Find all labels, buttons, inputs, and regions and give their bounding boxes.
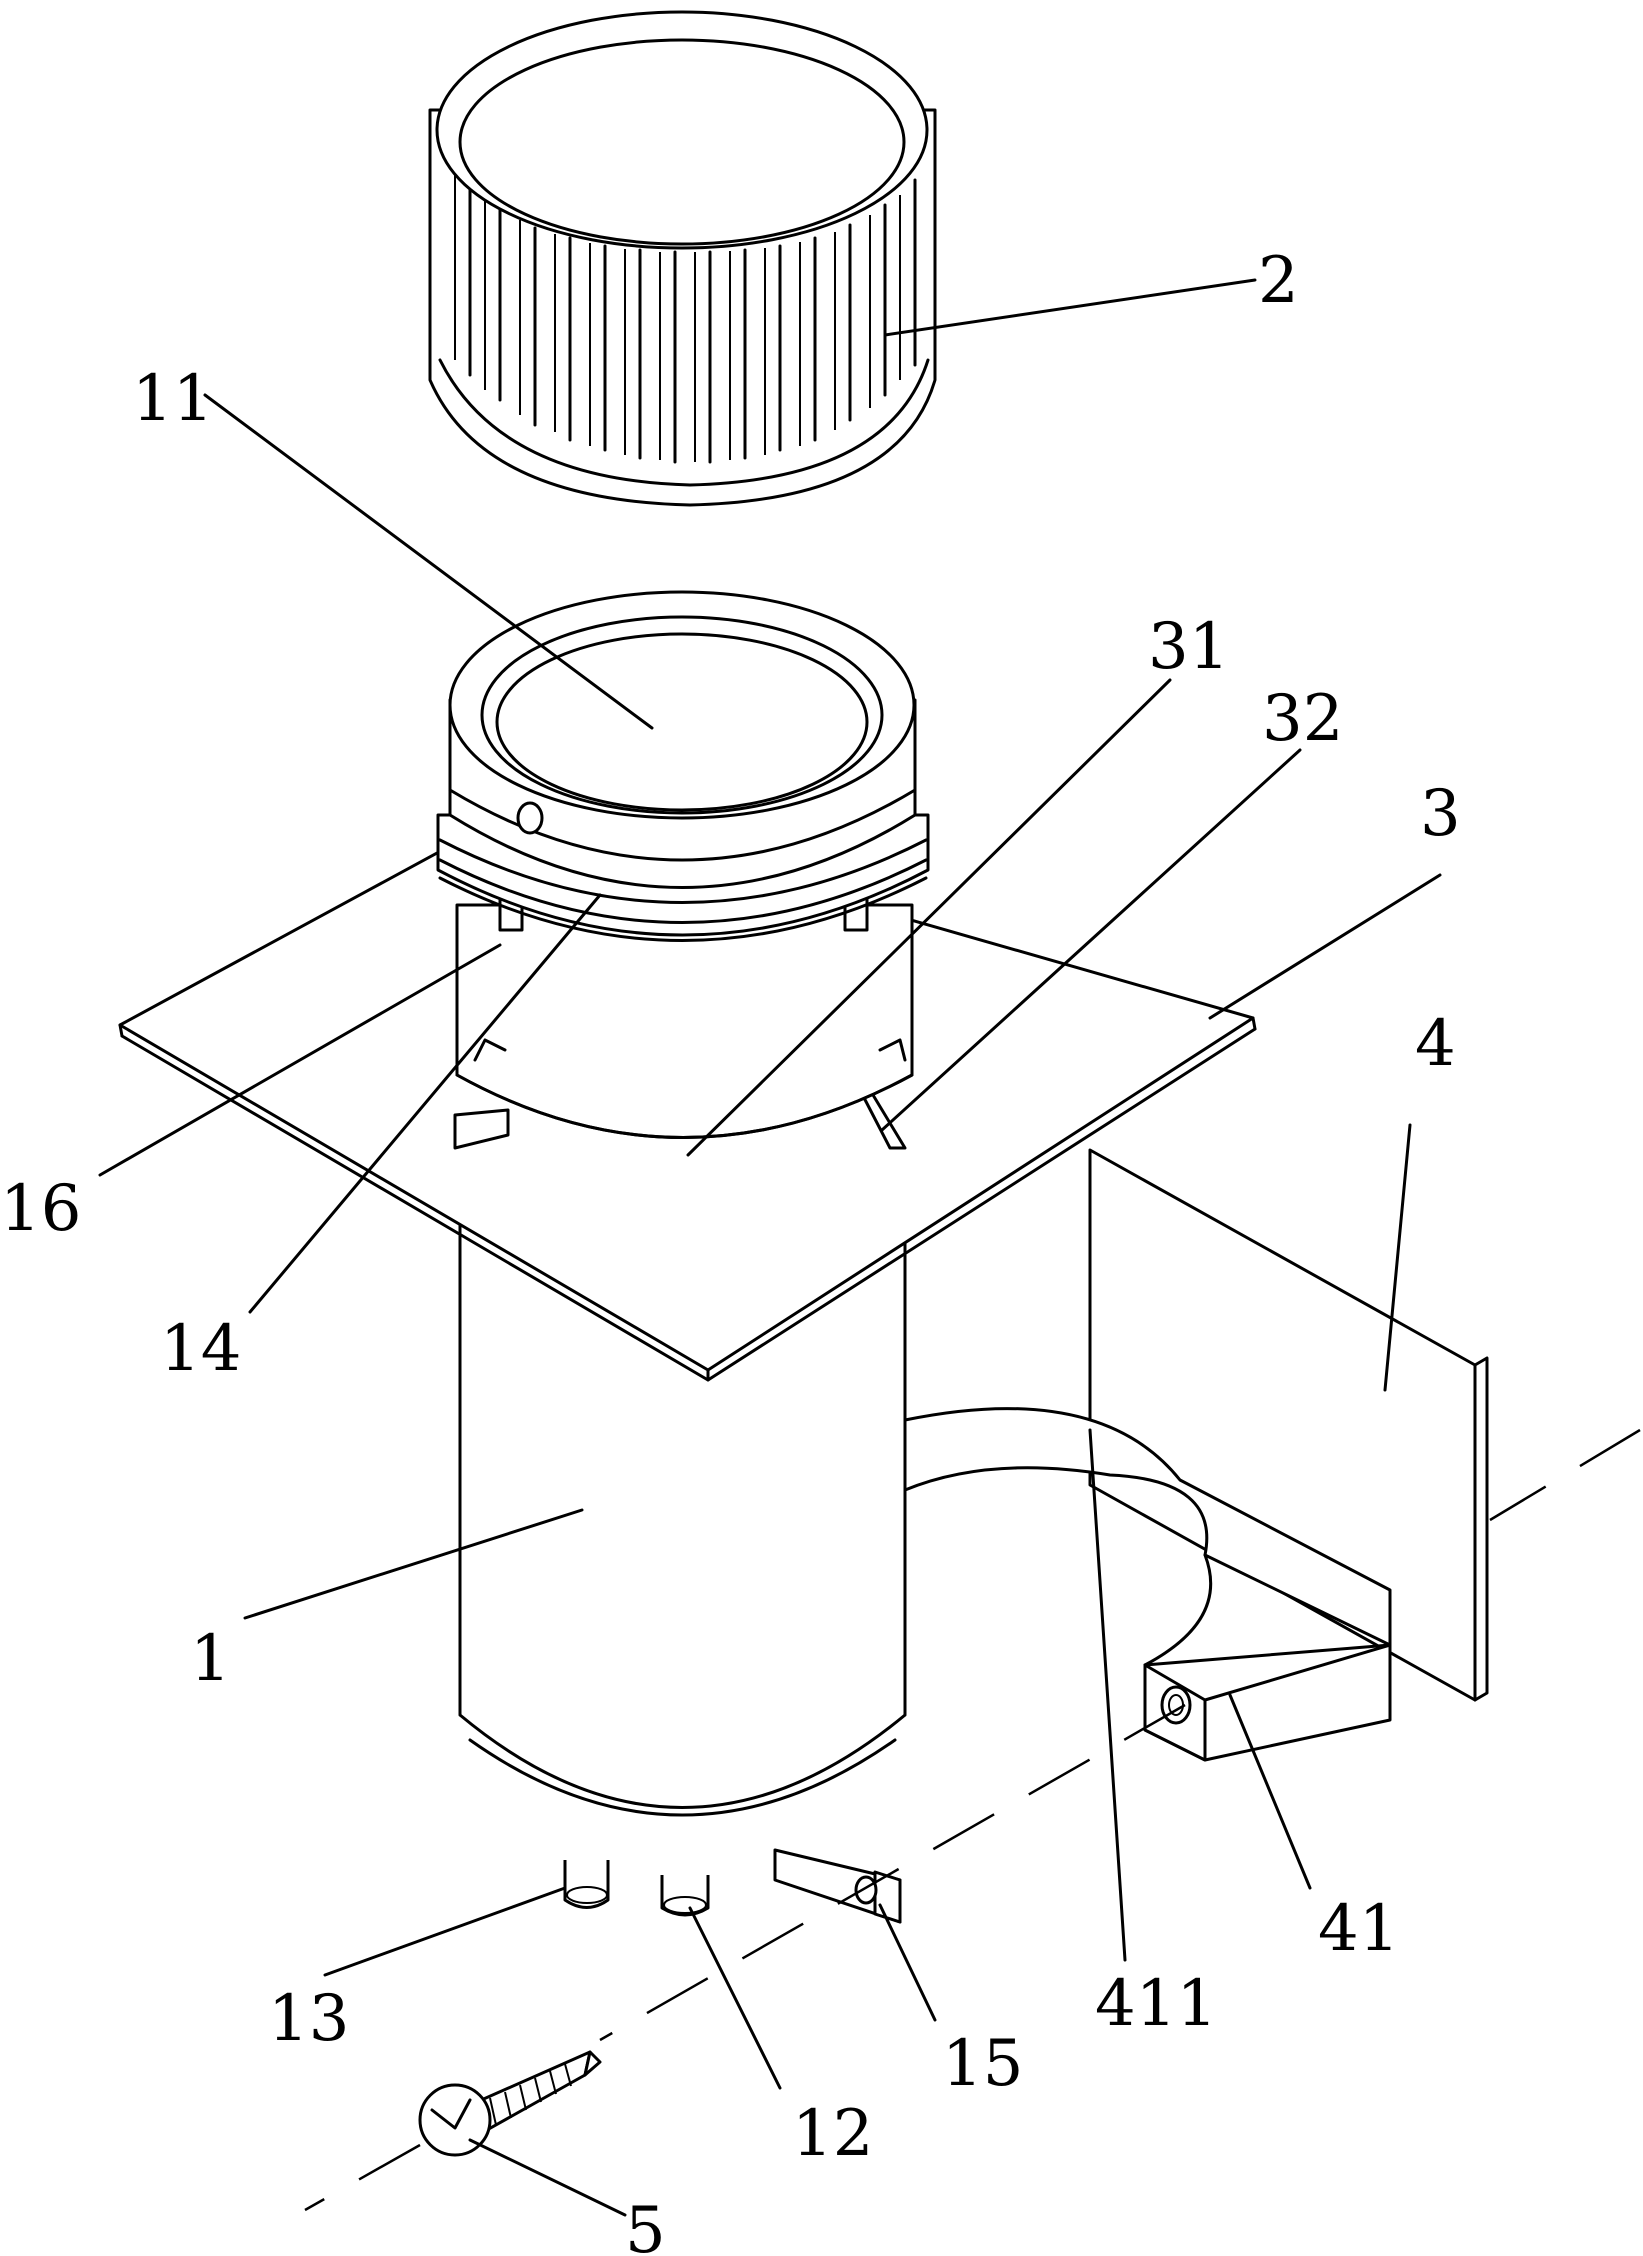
label-3: 3: [1420, 777, 1461, 851]
label-41: 41: [1318, 1892, 1399, 1966]
bracket-plate: [1088, 1148, 1489, 1702]
saddle-arm: [903, 1407, 1392, 1667]
block-hole: [1160, 1685, 1192, 1725]
mounting-axis: [304, 1428, 1641, 2212]
label-5: 5: [625, 2194, 666, 2256]
reference-labels: 2 11 31 32 3 4 16 14 1 411 41 13 12 15 5: [0, 244, 1461, 2256]
bottom-pins: [563, 1860, 710, 1917]
bottom-lug: [773, 1848, 902, 1924]
label-16: 16: [0, 1172, 81, 1246]
leader-lines: [98, 278, 1442, 2217]
label-1: 1: [190, 1622, 231, 1696]
label-11: 11: [132, 362, 213, 436]
label-31: 31: [1148, 610, 1229, 684]
label-14: 14: [160, 1312, 241, 1386]
label-4: 4: [1415, 1007, 1456, 1081]
label-411: 411: [1095, 1967, 1217, 2041]
label-2: 2: [1258, 244, 1299, 318]
label-15: 15: [942, 2027, 1023, 2101]
mount-block: [1143, 1643, 1392, 1762]
threaded-head: [436, 590, 930, 942]
knurled-cap: [428, 10, 937, 507]
screw: [418, 2050, 602, 2157]
label-12: 12: [792, 2097, 873, 2171]
label-13: 13: [268, 1982, 349, 2056]
vent-hole: [516, 801, 544, 835]
label-32: 32: [1262, 682, 1343, 756]
